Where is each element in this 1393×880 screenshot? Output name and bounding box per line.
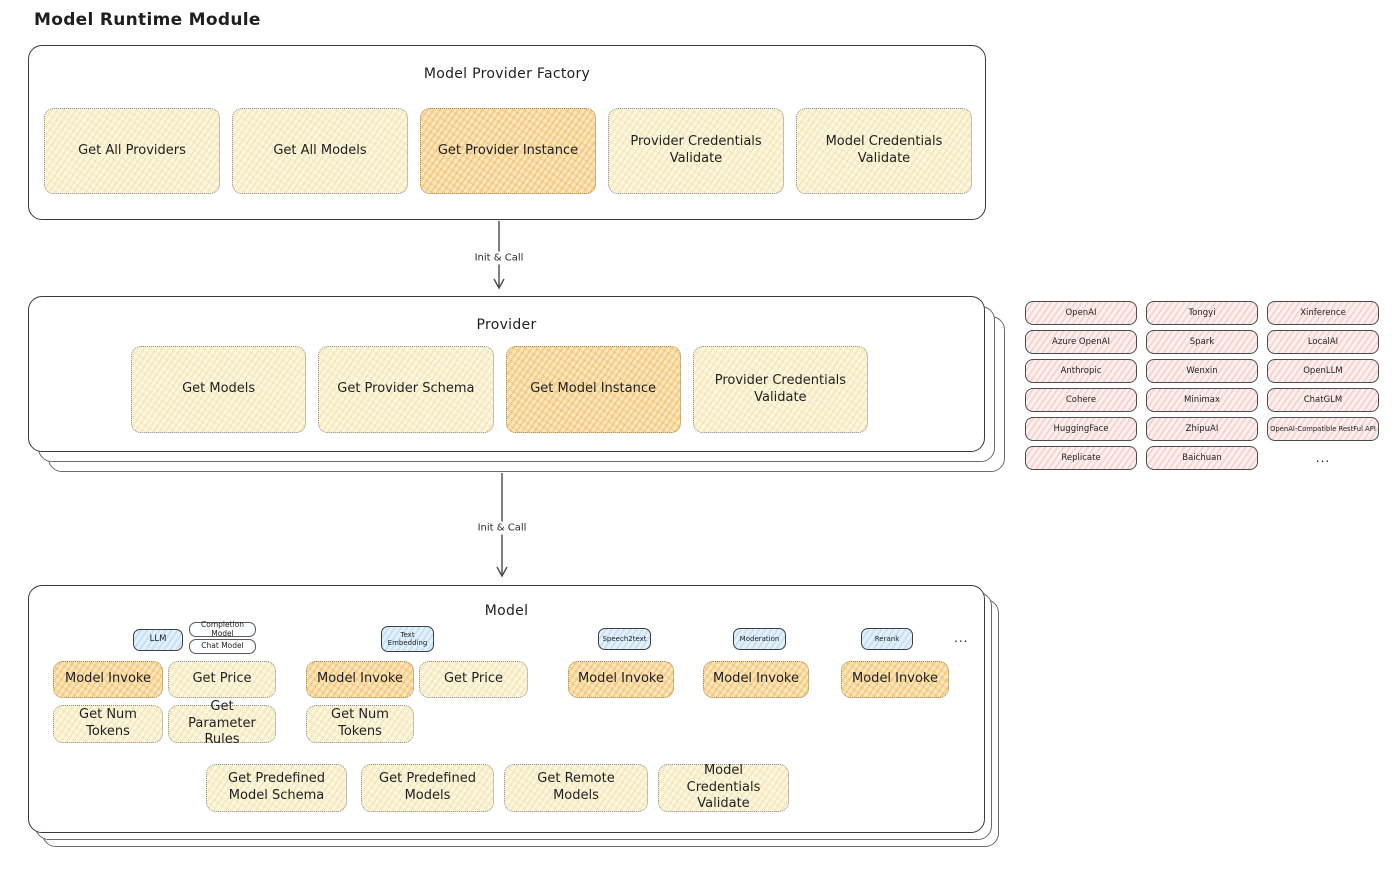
chip-chatglm: ChatGLM [1267, 388, 1379, 412]
chip-azure-openai: Azure OpenAI [1025, 330, 1137, 354]
init-call-arrow-2: Init & Call [472, 473, 532, 583]
provider-button-get-model-instance: Get Model Instance [505, 346, 681, 433]
init-call-arrow-1: Init & Call [469, 221, 529, 295]
chip-cohere: Cohere [1025, 388, 1137, 412]
provider-button-row: Get Models Get Provider Schema Get Model… [131, 346, 868, 433]
factory-button-model-credentials-validate: Model Credentials Validate [796, 108, 972, 194]
model-tags-ellipsis: ... [954, 631, 969, 645]
model-title: Model [484, 603, 529, 619]
provider-button-get-provider-schema: Get Provider Schema [318, 346, 494, 433]
provider-box: Provider Get Models Get Provider Schema … [28, 296, 985, 452]
factory-title: Model Provider Factory [423, 66, 591, 82]
model-invoke-button-text-embedding: Model Invoke [306, 661, 414, 698]
chip-openllm: OpenLLM [1267, 359, 1379, 383]
get-price-button-text-embedding: Get Price [419, 661, 528, 698]
chip-tongyi: Tongyi [1146, 301, 1258, 325]
model-credentials-validate-button: Model Credentials Validate [658, 763, 789, 812]
model-box: Model LLM Completion Model Chat Model Te… [28, 585, 985, 833]
chip-spark: Spark [1146, 330, 1258, 354]
chip-anthropic: Anthropic [1025, 359, 1137, 383]
get-num-tokens-button-text-embedding: Get Num Tokens [306, 705, 414, 743]
chip-openai: OpenAI [1025, 301, 1137, 325]
provider-title: Provider [476, 317, 537, 333]
model-invoke-button-llm: Model Invoke [53, 661, 163, 698]
tag-llm: LLM [133, 629, 183, 651]
get-remote-models-button: Get Remote Models [504, 764, 648, 812]
chip-zhipuai: ZhipuAI [1146, 417, 1258, 441]
get-predefined-models-button: Get Predefined Models [361, 764, 494, 812]
init-call-label-1: Init & Call [469, 251, 529, 265]
model-invoke-button-rerank: Model Invoke [841, 661, 949, 698]
get-num-tokens-button-llm: Get Num Tokens [53, 705, 163, 743]
chip-minimax: Minimax [1146, 388, 1258, 412]
provider-button-provider-credentials-validate: Provider Credentials Validate [692, 346, 868, 433]
chip-openai-compatible-restful-api: OpenAI-Compatible RestFul API [1267, 417, 1379, 441]
tag-rerank: Rerank [861, 628, 913, 650]
factory-button-get-all-models: Get All Models [232, 108, 408, 194]
model-invoke-button-speech2text: Model Invoke [568, 661, 674, 698]
init-call-label-2: Init & Call [472, 521, 532, 535]
chip-localai: LocalAI [1267, 330, 1379, 354]
factory-button-row: Get All Providers Get All Models Get Pro… [44, 108, 972, 194]
get-parameter-rules-button: Get Parameter Rules [168, 699, 276, 747]
get-predefined-model-schema-button: Get Predefined Model Schema [206, 764, 347, 812]
tag-moderation: Moderation [733, 628, 786, 650]
provider-grid: OpenAI Tongyi Xinference Azure OpenAI Sp… [1025, 301, 1379, 470]
factory-button-get-all-providers: Get All Providers [44, 108, 220, 194]
tag-text-embedding: Text Embedding [381, 626, 434, 652]
tag-completion-model: Completion Model [189, 620, 256, 637]
factory-button-get-provider-instance: Get Provider Instance [420, 108, 596, 194]
tag-speech2text: Speech2text [598, 628, 651, 650]
chip-xinference: Xinference [1267, 301, 1379, 325]
chip-baichuan: Baichuan [1146, 446, 1258, 470]
chip-wenxin: Wenxin [1146, 359, 1258, 383]
factory-box: Model Provider Factory Get All Providers… [28, 45, 986, 220]
factory-button-provider-credentials-validate: Provider Credentials Validate [608, 108, 784, 194]
get-price-button-llm: Get Price [168, 661, 276, 698]
page-title: Model Runtime Module [34, 10, 261, 30]
chip-huggingface: HuggingFace [1025, 417, 1137, 441]
provider-button-get-models: Get Models [131, 346, 307, 433]
chip-ellipsis: ... [1315, 451, 1331, 465]
tag-chat-model: Chat Model [189, 639, 256, 654]
model-invoke-button-moderation: Model Invoke [703, 661, 809, 698]
chip-replicate: Replicate [1025, 446, 1137, 470]
